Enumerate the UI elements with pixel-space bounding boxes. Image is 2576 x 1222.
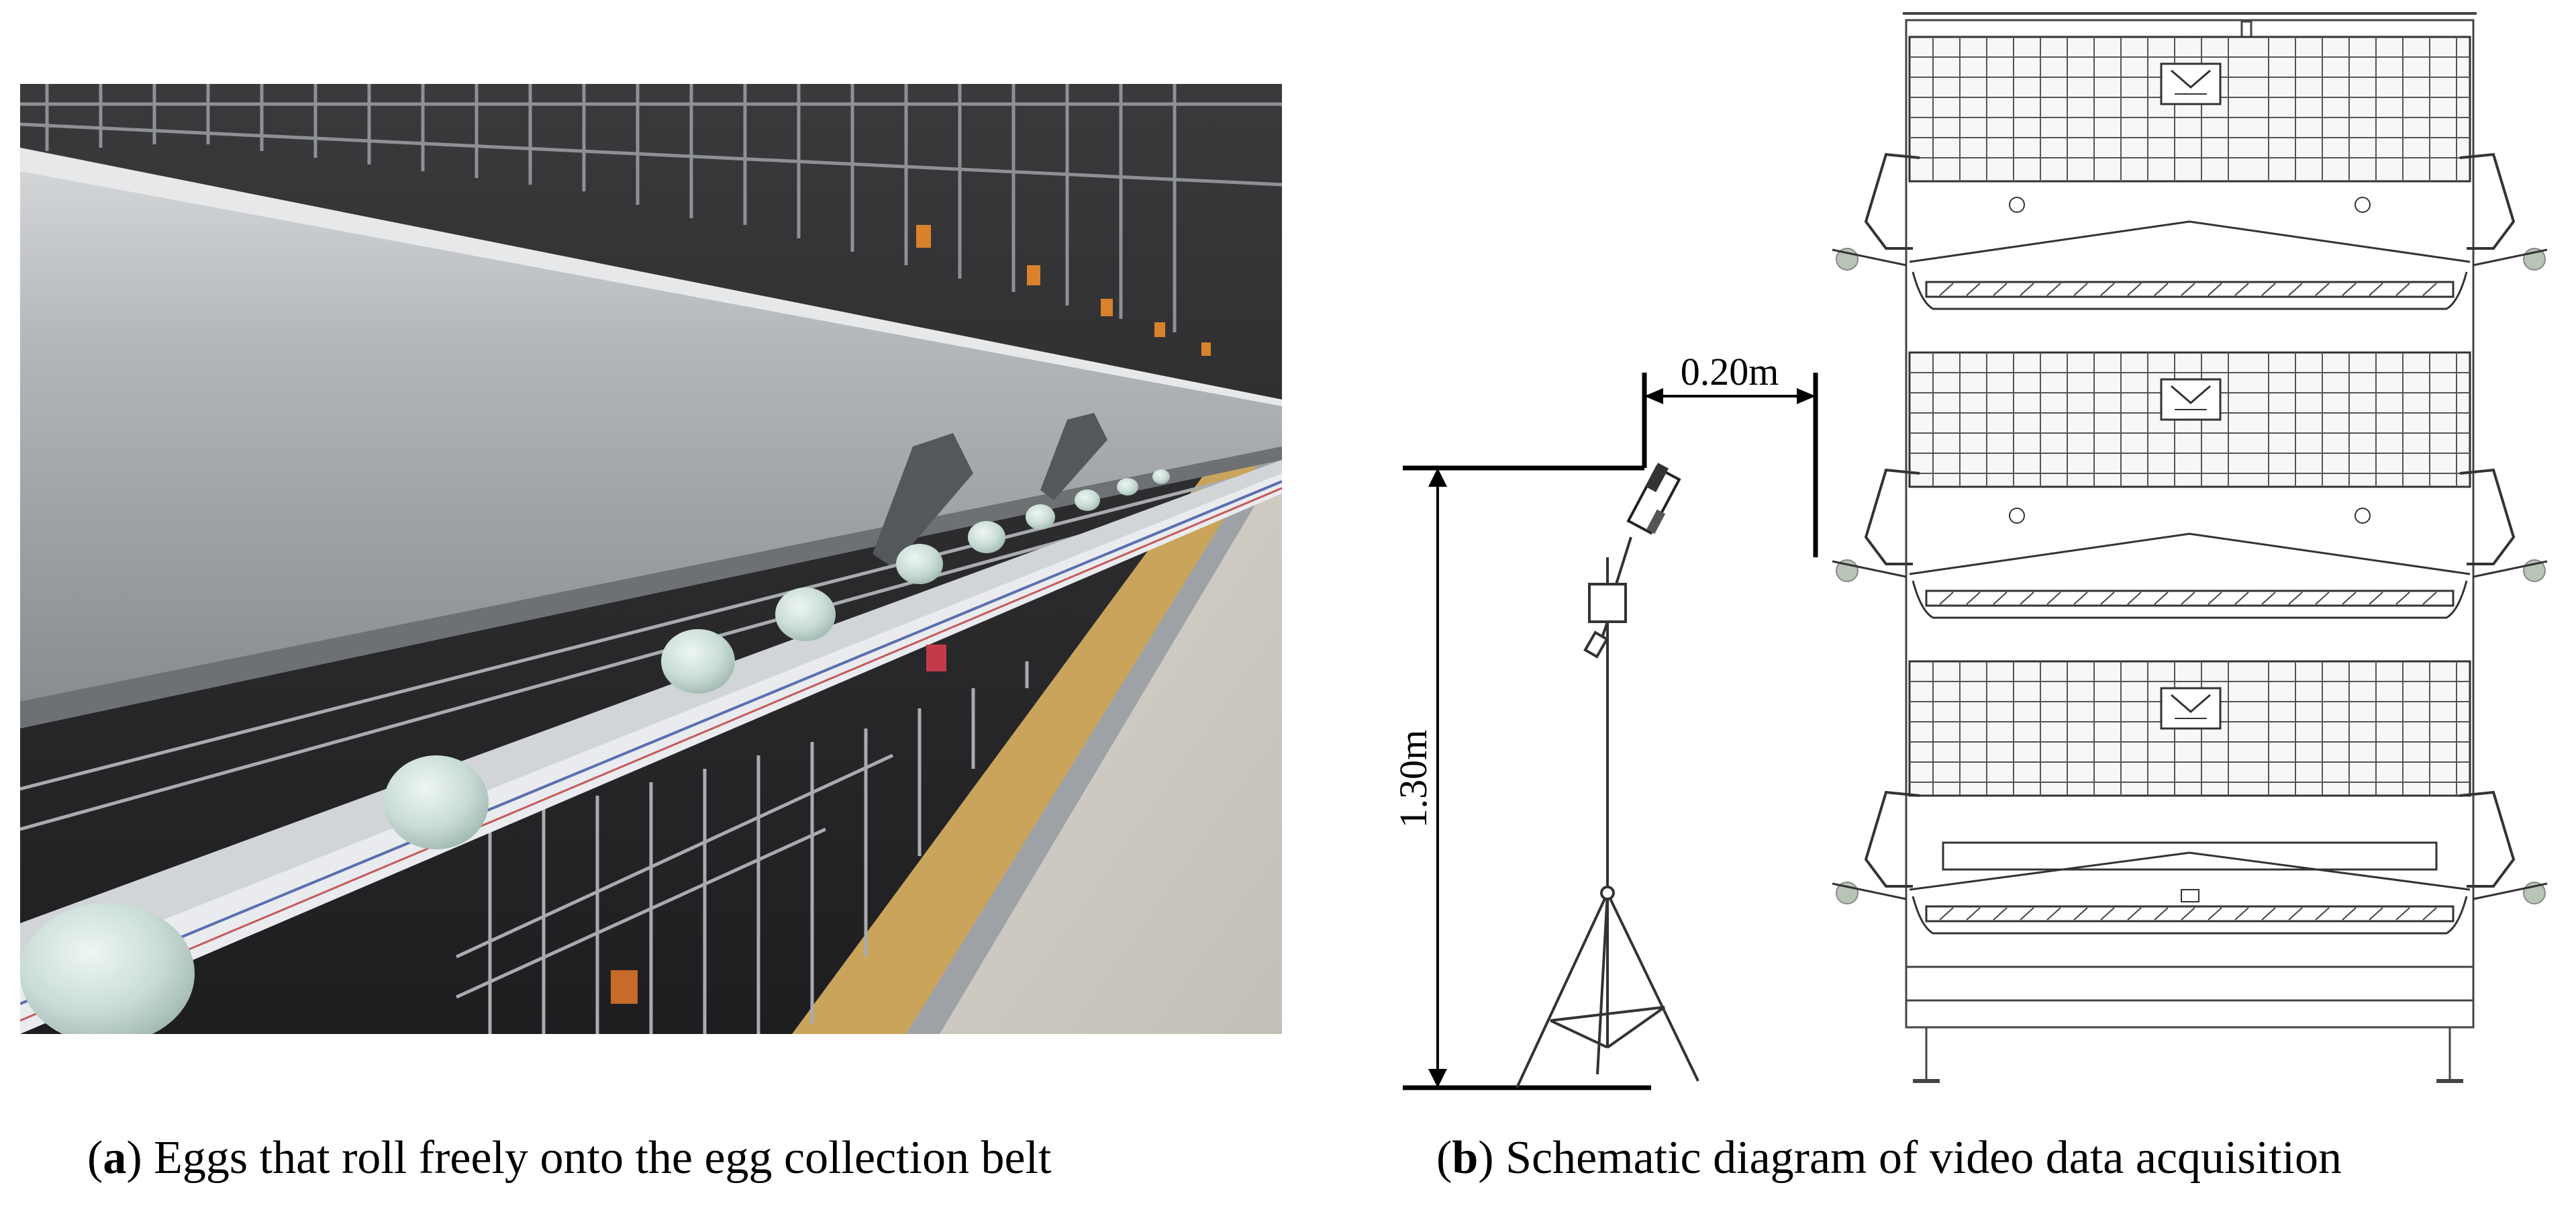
caption-a-text: Eggs that roll freely onto the egg colle… (142, 1132, 1052, 1184)
dimension-vertical-label: 1.30m (1391, 730, 1435, 829)
caption-a-paren-open: ( (87, 1132, 103, 1184)
orange-clips (916, 225, 1211, 356)
cage-tier-3 (1832, 660, 2548, 935)
orange-tag-lower (611, 970, 638, 1004)
cage-tier-2 (1832, 351, 2548, 619)
caption-b-letter: b (1452, 1132, 1479, 1184)
schematic-diagram: 0.20m 1.30m (1391, 12, 2548, 1090)
caption-b-text: Schematic diagram of video data acquisit… (1493, 1132, 2342, 1184)
belt-red-stripe (20, 487, 1282, 1022)
tripod (1516, 557, 1699, 1088)
dimension-horizontal-label: 0.20m (1681, 350, 1779, 393)
rail-brackets (873, 413, 1107, 567)
belt-blue-stripe (20, 480, 1282, 1005)
main-rail (20, 148, 1282, 702)
tripod-leg-left (1516, 892, 1609, 1088)
rail-highlight (20, 148, 1282, 406)
red-tag (926, 645, 946, 671)
arrow-heads (1428, 388, 1816, 1088)
tripod-leg-right (1606, 892, 1699, 1082)
dimension-lines (1403, 373, 1818, 1090)
camera-icon (1615, 463, 1681, 585)
caption-b-paren-close: ) (1478, 1132, 1494, 1184)
caption-b: (b) Schematic diagram of video data acqu… (1436, 1135, 2342, 1182)
caption-a-paren-close: ) (126, 1132, 142, 1184)
belt-guard (20, 460, 1282, 977)
rail-shadow (20, 446, 1282, 728)
acquisition-schematic: 0.20m 1.30m (1376, 0, 2576, 1101)
feed-trough (792, 446, 1269, 1034)
cage-rack (1903, 12, 2477, 1083)
eggs (20, 469, 1170, 1034)
caption-a: (a) Eggs that roll freely onto the egg c… (87, 1135, 1052, 1182)
caption-a-letter: a (103, 1132, 127, 1184)
tripod-head (1588, 583, 1627, 623)
cage-tier-1 (1832, 36, 2548, 310)
upper-cage-wires (20, 84, 1282, 332)
caption-b-paren-open: ( (1436, 1132, 1452, 1184)
egg-belt-illustration (20, 84, 1282, 1034)
trough-edge (906, 446, 1282, 1034)
egg-belt-photo (20, 84, 1282, 1034)
